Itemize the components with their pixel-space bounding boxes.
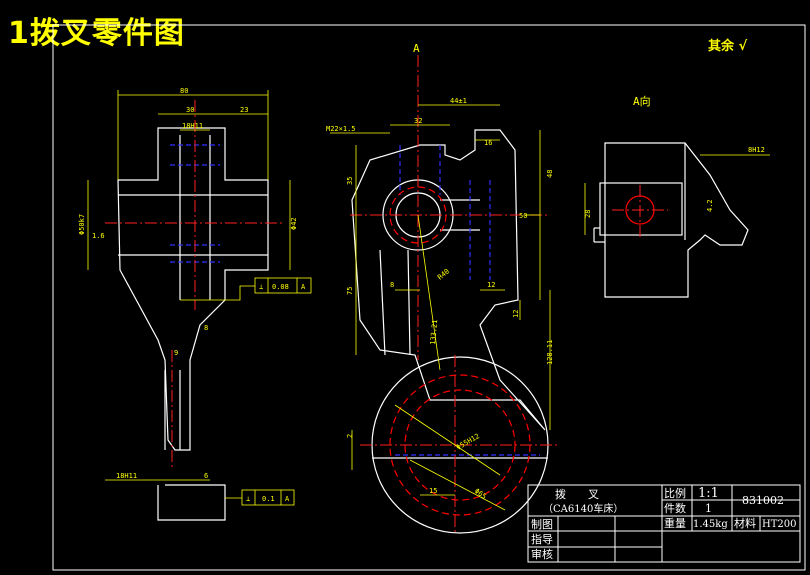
left-view-dimension-lines [87,90,312,506]
tolerance-2-value: 0.1 [262,495,275,503]
left-dim-18h11: 18H11 [182,122,203,130]
main-dim-44: 44±1 [450,97,467,105]
tolerance-1-symbol: ⊥ [259,283,263,291]
drawing-title: 1拨叉零件图 [8,16,185,51]
left-dim-6: 6 [204,472,208,480]
tb-guide-label: 指导 [531,532,553,546]
main-view-hidden-lines [395,145,540,456]
main-dim-50: 50 [519,212,527,220]
tb-part-name: 拨 叉 [555,487,599,501]
main-dim-12b: 12 [512,310,520,318]
main-dim-32: 32 [414,117,422,125]
main-view-outline [351,129,546,431]
left-view-fork [157,484,226,521]
left-dim-phi42: Φ42 [290,217,298,230]
a-view-outline [604,142,749,298]
a-view-centerlines [612,185,668,240]
left-view-outline [117,127,269,451]
tolerance-2-symbol: ⊥ [246,495,250,503]
main-dim-128: 128.11 [546,340,554,365]
remark-text: 其余 [708,39,735,54]
tb-count-label: 件数 [664,502,686,515]
main-dim-16: 16 [484,139,492,147]
left-roughness-16: 1.6 [92,232,105,240]
left-view [117,127,269,521]
main-dim-15: 15 [429,487,437,495]
drawing-frame [52,24,806,571]
main-dim-phi65: Φ65 [473,487,488,501]
tb-model: （CA6140车床） [543,502,623,515]
main-view-centerlines [350,55,560,535]
left-dim-23: 23 [240,106,248,114]
tb-weight-value: 1.45kg [693,519,728,530]
title-block [527,484,801,563]
tb-review-label: 审核 [531,547,553,561]
main-dim-12a: 12 [487,281,495,289]
main-dim-133: 133.21 [429,319,439,345]
left-dim-8: 8 [204,324,208,332]
main-dim-35: 35 [346,177,354,185]
main-dim-phi55: Φ55H12 [455,432,481,452]
tolerance-1-value: 0.08 [272,283,289,291]
main-dim-48: 48 [546,170,554,178]
main-dim-8: 8 [390,281,394,289]
a-view-dim-28: 28 [584,210,592,218]
tb-material-label: 材料 [734,516,756,530]
main-dim-2: 2 [346,434,354,438]
main-view-dimension-lines [330,104,551,511]
a-view [593,142,749,298]
main-dim-m22: M22×1.5 [326,125,356,133]
a-view-dim-42: 4.2 [706,199,714,212]
tb-scale-value: 1:1 [698,486,719,501]
left-view-centerlines [105,100,285,470]
left-dim-phi50k7: Φ50k7 [78,214,86,235]
surface-remark: 其余 √ [708,35,747,54]
left-dim-9: 9 [174,349,178,357]
a-view-boss [599,182,683,236]
main-view [351,129,549,534]
tolerance-1-datum: A [301,283,306,291]
tb-drawn-label: 制图 [531,518,553,531]
view-a-label-top: A向 [633,94,651,108]
view-a-label-left: A [413,42,420,55]
left-dim-30: 30 [186,106,194,114]
left-dim-18h11-bottom: 18H11 [116,472,137,480]
tb-scale-label: 比例 [664,486,686,500]
tb-drawing-no: 831002 [742,494,784,507]
a-view-dimension-lines [584,154,770,235]
main-dim-75: 75 [346,287,354,295]
tb-count-value: 1 [705,502,712,515]
main-dim-r40: R40 [436,267,451,281]
tolerance-2-datum: A [285,495,290,503]
tb-material-value: HT200 [762,519,796,530]
a-view-dim-8h12: 8H12 [748,146,765,154]
tb-weight-label: 重量 [664,516,686,530]
left-dim-80: 80 [180,87,188,95]
roughness-check-icon: √ [738,39,748,54]
